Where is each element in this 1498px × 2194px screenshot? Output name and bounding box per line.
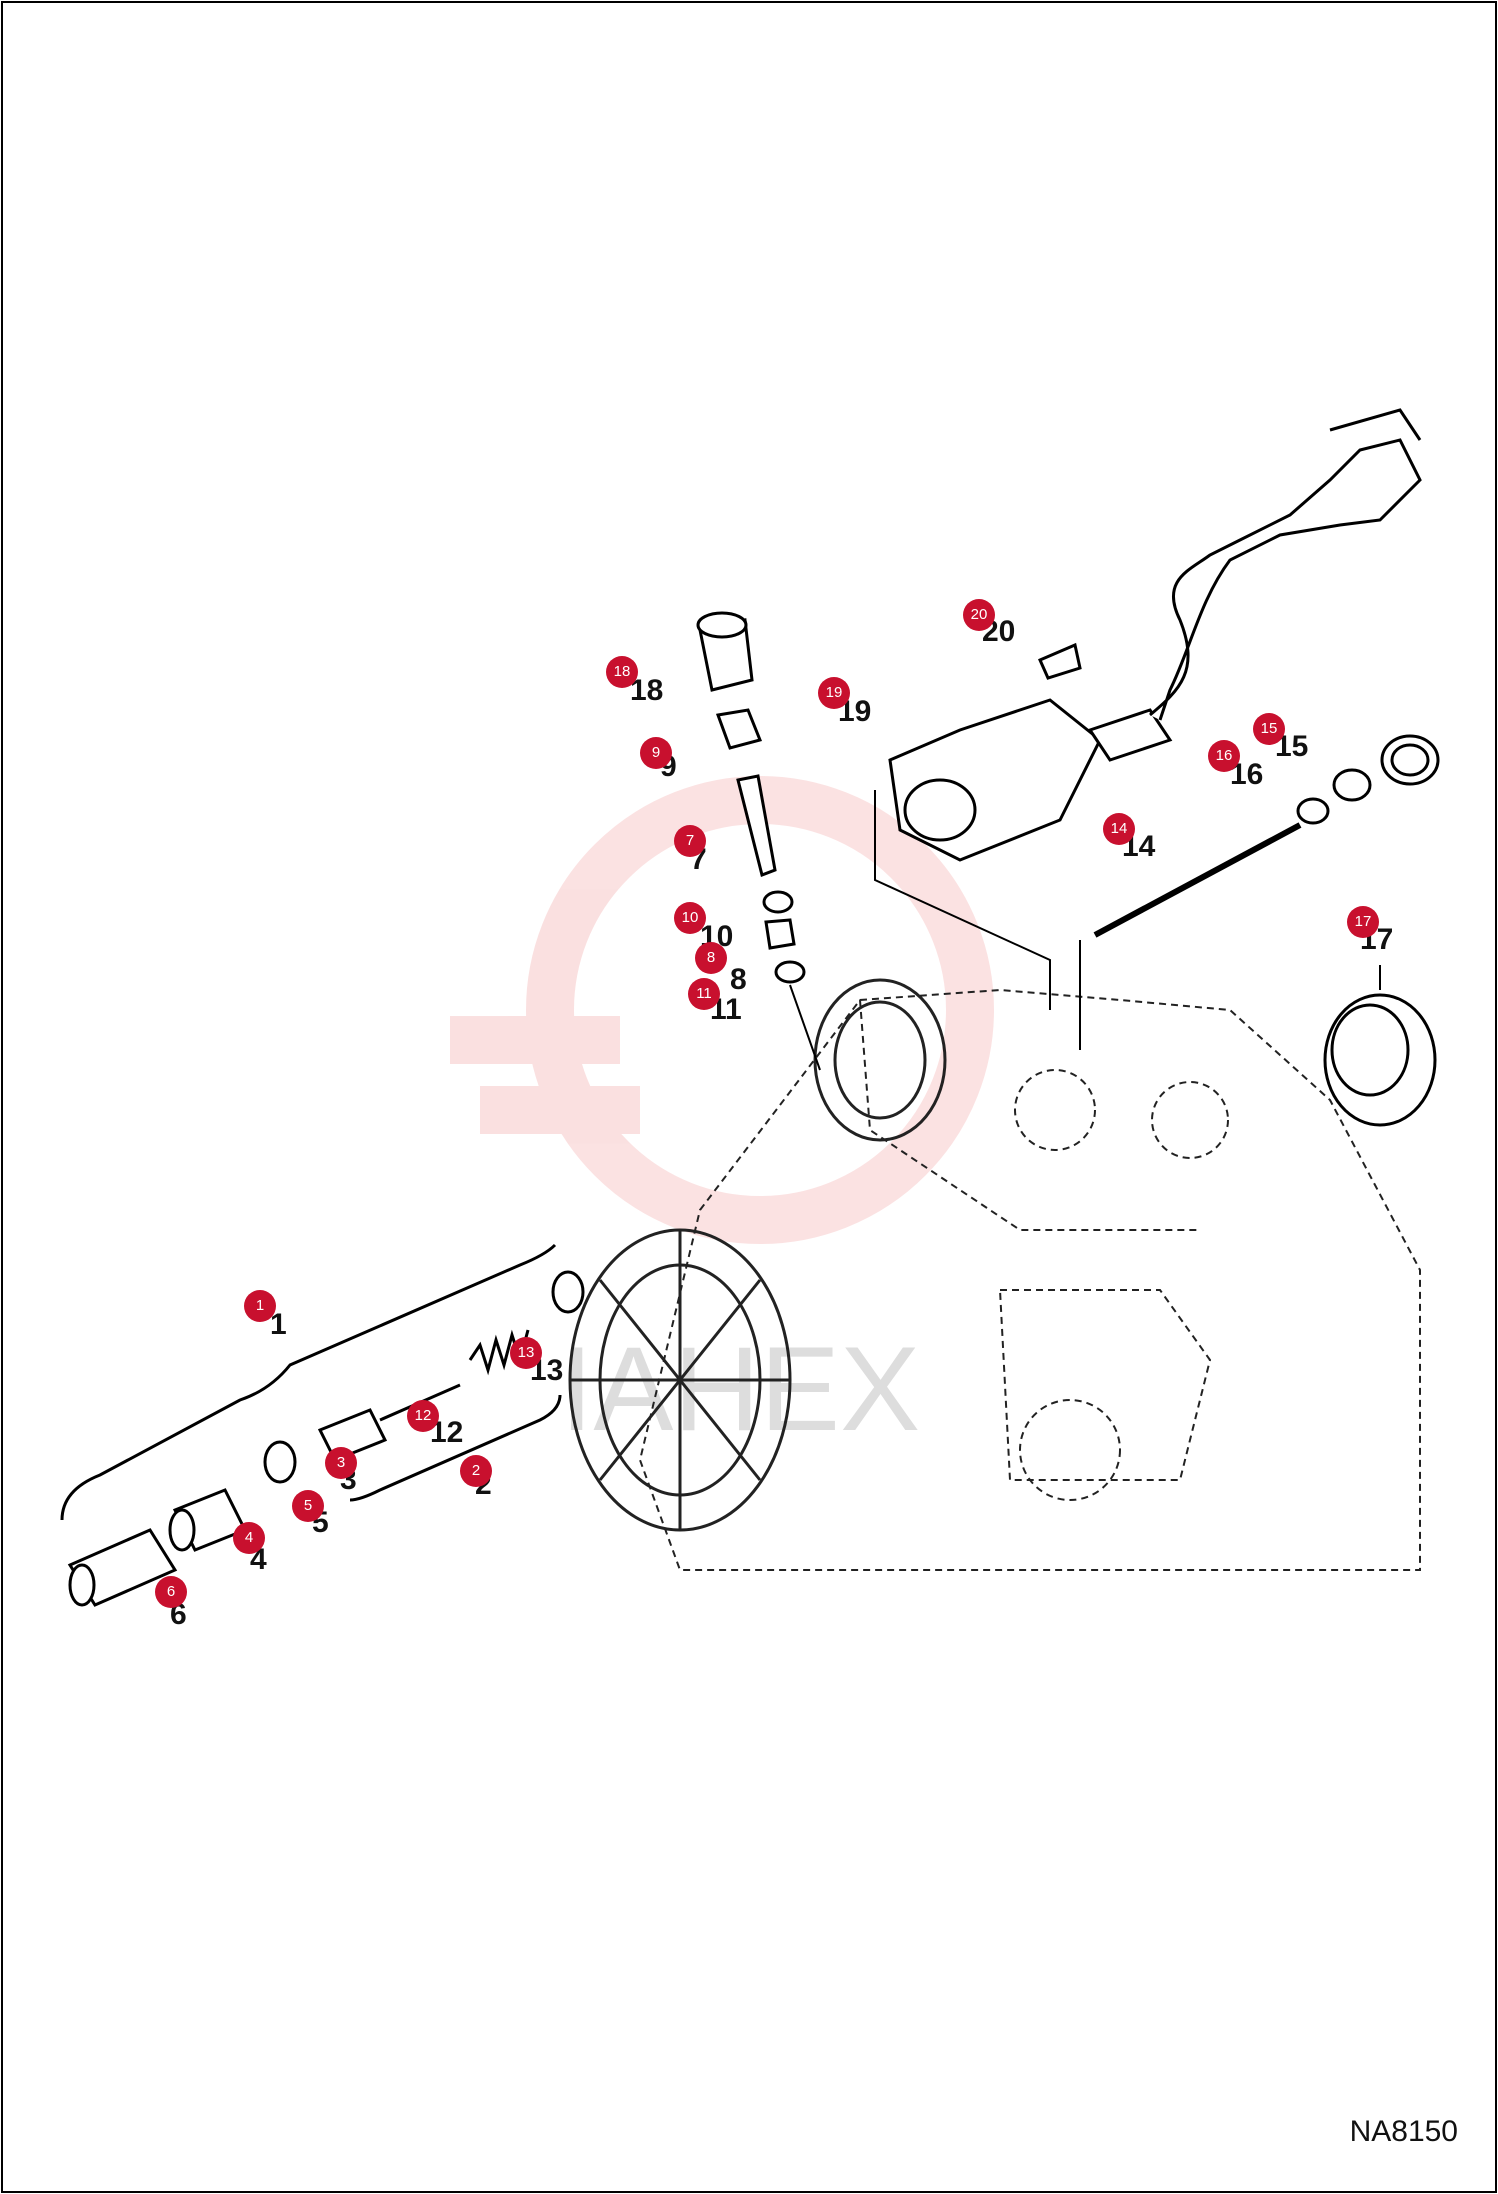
callout-marker-6[interactable]: 6: [155, 1576, 187, 1608]
callout-number-1: 1: [270, 1308, 287, 1341]
solenoid-part-19: [888, 408, 1422, 862]
callout-marker-17[interactable]: 17: [1347, 906, 1379, 938]
callout-marker-10[interactable]: 10: [674, 902, 706, 934]
callout-marker-18[interactable]: 18: [606, 656, 638, 688]
callout-marker-1[interactable]: 1: [244, 1290, 276, 1322]
seal-ring: [551, 1270, 585, 1314]
washer-part-11: [774, 960, 806, 984]
bolt-part-20: [1038, 642, 1082, 680]
front-cover: [568, 1228, 792, 1532]
washer-part-16: [1296, 797, 1330, 825]
callout-marker-15[interactable]: 15: [1253, 713, 1285, 745]
plug-part-6: [67, 1528, 178, 1607]
rod-part-14: [1093, 822, 1302, 938]
washer-part-10: [762, 890, 794, 914]
callout-marker-3[interactable]: 3: [325, 1447, 357, 1479]
nut-part-8: [764, 918, 796, 950]
callout-marker-11[interactable]: 11: [688, 978, 720, 1010]
callout-marker-19[interactable]: 19: [818, 677, 850, 709]
callout-marker-14[interactable]: 14: [1103, 813, 1135, 845]
callout-marker-7[interactable]: 7: [674, 825, 706, 857]
washer-part-5: [263, 1440, 297, 1484]
plug-part-18: [696, 611, 754, 692]
drawing-code: NA8150: [1349, 2115, 1458, 2148]
callout-marker-9[interactable]: 9: [640, 737, 672, 769]
callout-marker-20[interactable]: 20: [963, 599, 995, 631]
brace-2: [349, 1394, 562, 1502]
callout-marker-5[interactable]: 5: [292, 1490, 324, 1522]
nut-part-9: [715, 708, 763, 750]
seal-part-17: [1323, 993, 1437, 1127]
callout-marker-8[interactable]: 8: [695, 942, 727, 974]
callout-marker-16[interactable]: 16: [1208, 740, 1240, 772]
cap-nut-part-4: [168, 1488, 248, 1552]
callout-number-8: 8: [730, 963, 747, 996]
engine-block: [638, 988, 1421, 1571]
bracket-line-19: [874, 790, 1051, 1010]
nut-part-15: [1332, 768, 1372, 802]
brace-1: [60, 1243, 557, 1521]
callout-marker-4[interactable]: 4: [233, 1522, 265, 1554]
watermark-text: IAHEX: [560, 1322, 920, 1456]
callout-marker-13[interactable]: 13: [510, 1337, 542, 1369]
cap-part: [1380, 734, 1440, 786]
stud-part-7: [736, 774, 777, 878]
housing: [813, 978, 947, 1142]
callout-number-18: 18: [630, 674, 664, 707]
leader-line-7: [789, 984, 821, 1071]
callout-marker-12[interactable]: 12: [407, 1400, 439, 1432]
callout-marker-2[interactable]: 2: [460, 1455, 492, 1487]
